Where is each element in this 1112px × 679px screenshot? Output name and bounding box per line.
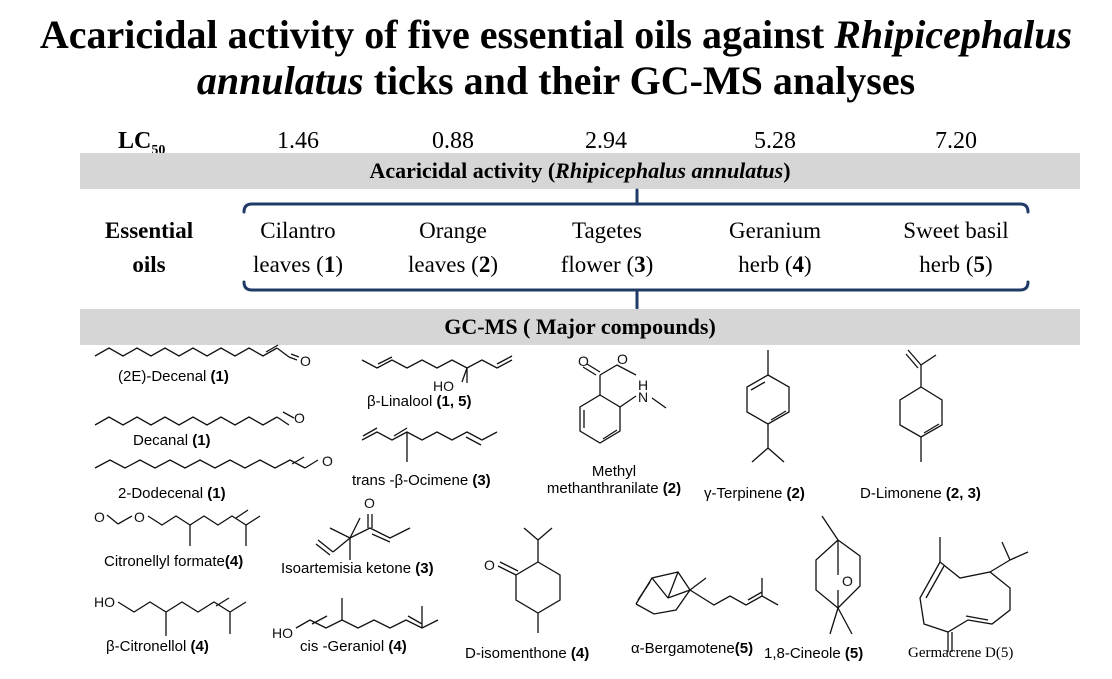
compound-label-citronellol: β-Citronellol (4) <box>106 638 209 655</box>
compound-label-geraniol: cis -Geraniol (4) <box>300 638 407 655</box>
atom-label: HO <box>272 625 293 641</box>
compound-label-linalool: β-Linalool (1, 5) <box>367 393 472 410</box>
germacrene-structure <box>919 537 1029 652</box>
title-part2: ticks and their GC-MS analyses <box>363 58 916 103</box>
compound-label-decanal: Decanal (1) <box>133 432 211 449</box>
linalool-structure: HO <box>361 355 513 394</box>
compound-label-terpinene: γ-Terpinene (2) <box>704 485 805 502</box>
dodecenal-structure: O <box>94 453 333 469</box>
bergamotene-structure <box>635 571 779 615</box>
isoartemisia-ketone-structure: O <box>315 495 411 560</box>
compound-label-decenal: (2E)-Decenal (1) <box>118 368 229 385</box>
decenal-structure: O <box>94 344 311 369</box>
title-part1: Acaricidal activity of five essential oi… <box>39 12 835 57</box>
limonene-structure <box>899 349 943 462</box>
geraniol-structure: HO <box>272 598 439 641</box>
citronellol-structure: HO <box>94 594 247 636</box>
title-italic1: Rhipicephalus <box>834 12 1073 57</box>
methyl-anthranilate-structure: O O H N <box>578 351 667 444</box>
compound-label-bergamotene: α-Bergamotene(5) <box>631 640 754 657</box>
atom-label: O <box>578 353 589 369</box>
decanal-structure: O <box>94 410 305 426</box>
compound-label-cineole: 1,8-Cineole (5) <box>764 645 864 662</box>
ocimene-structure <box>361 427 498 462</box>
compound-label-isomenthone: D-isomenthone (4) <box>465 645 590 662</box>
cineole-structure: O <box>815 515 861 635</box>
atom-label: O <box>294 410 305 426</box>
isomenthone-structure: O <box>484 527 561 633</box>
citronellyl-formate-structure: O O <box>94 509 261 546</box>
lc50-value-1: 1.46 <box>277 128 319 154</box>
atom-label: HO <box>433 378 454 394</box>
atom-label: H <box>638 377 648 393</box>
terpinene-structure <box>746 350 790 463</box>
lc50-value-3: 2.94 <box>585 128 627 154</box>
activity-band: Acaricidal activity (Rhipicephalus annul… <box>80 153 1080 189</box>
atom-label: O <box>484 557 495 573</box>
page-title: Acaricidal activity of five essential oi… <box>0 12 1112 104</box>
atom-label: N <box>638 389 648 405</box>
atom-label: HO <box>94 594 115 610</box>
atom-label: O <box>364 495 375 511</box>
compound-label-dodecenal: 2-Dodecenal (1) <box>118 485 226 502</box>
atom-label: O <box>94 509 105 525</box>
compound-label-germacrene: Germacrene D(5) <box>908 645 1014 661</box>
compound-label-citronellyl-formate: Citronellyl formate(4) <box>104 553 244 570</box>
gcms-band: GC-MS ( Major compounds) <box>80 309 1080 345</box>
atom-label: O <box>322 453 333 469</box>
lc50-value-2: 0.88 <box>432 128 474 154</box>
lc50-value-5: 7.20 <box>935 128 977 154</box>
atom-label: O <box>842 573 853 589</box>
atom-label: O <box>300 353 311 369</box>
compound-label-limonene: D-Limonene (2, 3) <box>860 485 981 502</box>
compound-label-isoartemisia-ketone: Isoartemisia ketone (3) <box>281 560 434 577</box>
atom-label: O <box>617 351 628 367</box>
lc50-value-4: 5.28 <box>754 128 796 154</box>
compound-label-ocimene: trans -β-Ocimene (3) <box>352 472 491 489</box>
atom-label: O <box>134 509 145 525</box>
title-italic2: annulatus <box>196 58 364 103</box>
